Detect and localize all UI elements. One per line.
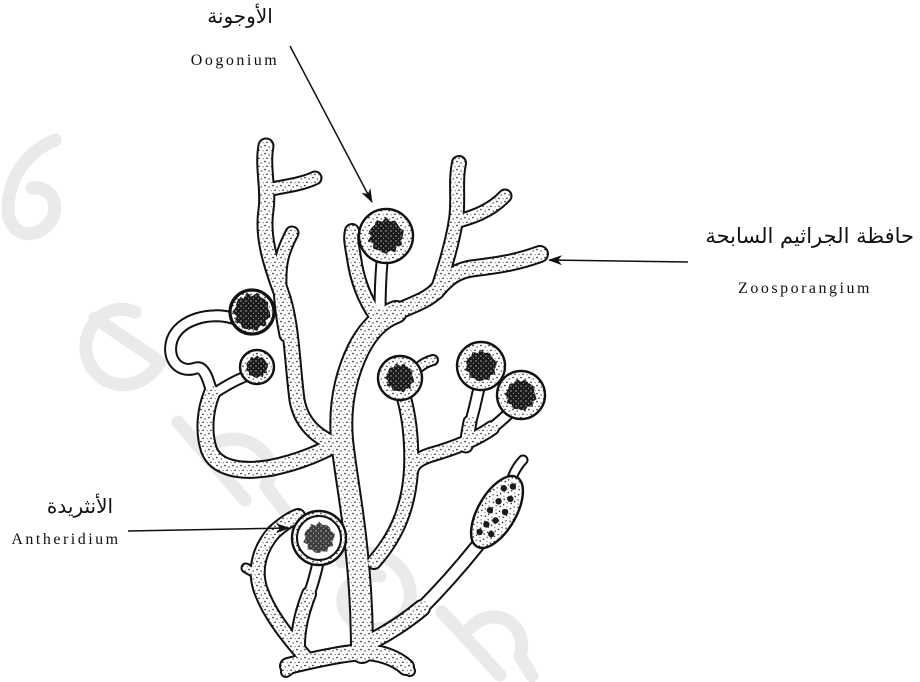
oogonium-mid-2: [457, 342, 505, 390]
zoosporangium-label-arabic: حافظة الجراثيم السابحة: [672, 224, 914, 249]
watermark-stroke: [442, 612, 532, 676]
oogonium-top-stalk: [380, 262, 382, 314]
watermark-stroke: [8, 140, 55, 234]
antheridium-label-arabic: الأنثريدة: [25, 494, 135, 518]
oogonium-mid-3: [497, 371, 545, 419]
oogonium-mid-2-base: [466, 422, 470, 446]
oogonium-label-english: Oogonium: [170, 51, 300, 70]
hypha-mid-right-down: [374, 398, 411, 562]
zoosporangium-arrow: [549, 260, 688, 262]
oogonium-with-antheridium: [292, 511, 346, 565]
antheridium-label-english: Antheridium: [0, 530, 132, 549]
hyphae: [171, 146, 540, 672]
oogonium-mid-1: [378, 356, 422, 400]
hypha-upper-right: [394, 254, 540, 313]
oogonium-label-arabic: الأوجونة: [175, 4, 305, 28]
oogonium-left-dark: [230, 290, 274, 334]
zoosporangium-empty-tube: [420, 545, 478, 610]
oogonium-top: [359, 209, 413, 263]
zoosporangium-label-english: Zoosporangium: [720, 279, 890, 298]
oogonium-left-small: [240, 350, 274, 384]
watermark-stroke: [86, 309, 160, 384]
